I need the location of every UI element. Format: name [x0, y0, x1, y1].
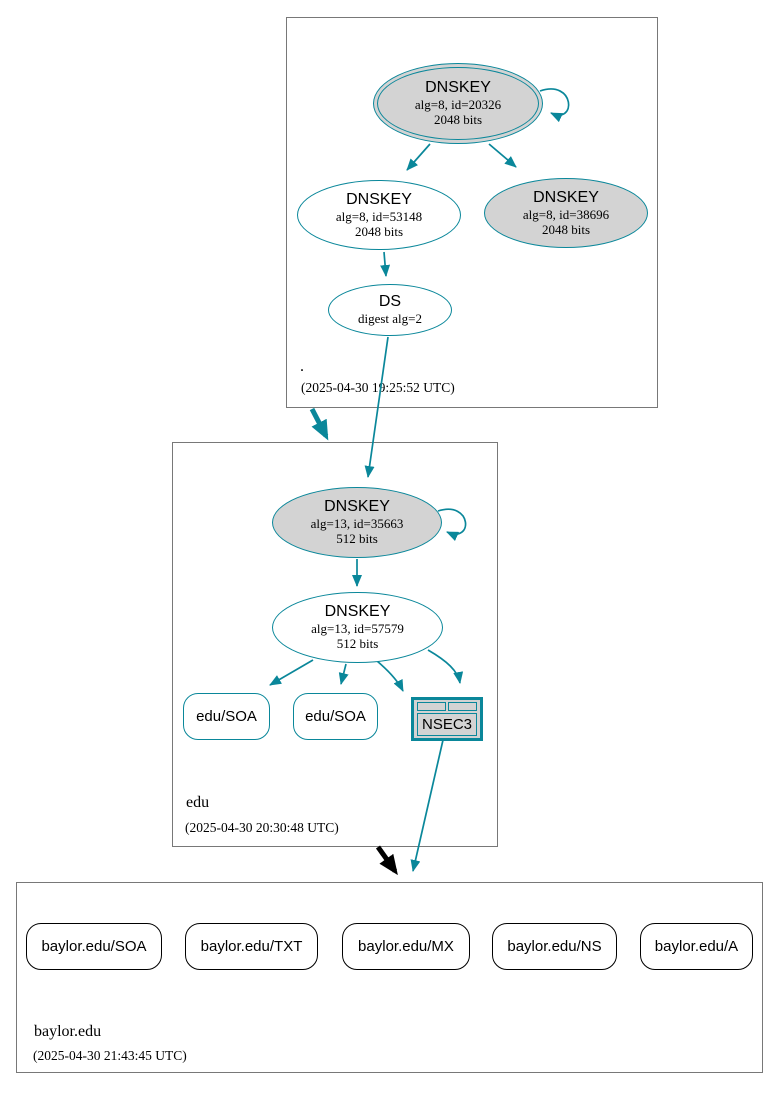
rrset-baylor-soa: baylor.edu/SOA	[26, 923, 162, 970]
dnskey-root-ksk-node: DNSKEY alg=8, id=20326 2048 bits	[373, 63, 543, 144]
nsec3-edu-node: NSEC3	[411, 697, 483, 741]
zone-box-edu	[172, 442, 498, 847]
nsec3-label: NSEC3	[417, 713, 477, 736]
rrset-label: baylor.edu/MX	[358, 938, 454, 955]
zone-timestamp-edu: (2025-04-30 20:30:48 UTC)	[185, 820, 339, 835]
node-bits: 512 bits	[336, 531, 378, 547]
node-title: DNSKEY	[533, 188, 599, 206]
rrset-label: baylor.edu/NS	[507, 938, 602, 955]
node-attrs: alg=8, id=20326	[414, 97, 502, 113]
zone-box-root	[286, 17, 658, 408]
zone-name-baylor-edu: baylor.edu	[34, 1023, 102, 1040]
zone-name-root: .	[300, 358, 304, 375]
node-attrs: alg=13, id=57579	[311, 621, 404, 637]
node-attrs: alg=8, id=53148	[335, 208, 423, 224]
dnskey-root-zsk-node: DNSKEY alg=8, id=53148 2048 bits	[297, 180, 461, 250]
rrset-baylor-mx: baylor.edu/MX	[342, 923, 470, 970]
ds-root-node: DS digest alg=2	[328, 284, 452, 336]
rrset-label: baylor.edu/SOA	[41, 938, 147, 955]
rrset-label: edu/SOA	[305, 708, 366, 725]
dnskey-edu-zsk-node: DNSKEY alg=13, id=57579 512 bits	[272, 592, 443, 663]
node-attrs: alg=13, id=35663	[310, 516, 404, 532]
zone-name-edu: edu	[186, 794, 210, 811]
node-title: DS	[378, 293, 402, 311]
node-title: DNSKEY	[425, 79, 491, 97]
rrset-edu-soa-1: edu/SOA	[183, 693, 270, 740]
node-attrs: digest alg=2	[357, 311, 423, 327]
node-bits: 2048 bits	[354, 223, 404, 239]
node-title: DNSKEY	[324, 498, 390, 516]
zone-timestamp-baylor-edu: (2025-04-30 21:43:45 UTC)	[33, 1048, 187, 1063]
zone-box-baylor-edu	[16, 882, 763, 1073]
rrset-baylor-txt: baylor.edu/TXT	[185, 923, 318, 970]
node-bits: 512 bits	[336, 636, 379, 652]
nsec3-cell-1	[417, 702, 446, 711]
nsec3-record-cells	[417, 702, 477, 711]
node-title: DNSKEY	[324, 603, 391, 621]
node-bits: 2048 bits	[541, 221, 591, 237]
dnskey-edu-ksk-node: DNSKEY alg=13, id=35663 512 bits	[272, 487, 442, 558]
node-attrs: alg=8, id=38696	[522, 206, 610, 222]
rrset-label: baylor.edu/A	[654, 938, 739, 955]
dnskey-root-standby-node: DNSKEY alg=8, id=38696 2048 bits	[484, 178, 648, 248]
rrset-label: edu/SOA	[196, 708, 257, 725]
rrset-baylor-ns: baylor.edu/NS	[492, 923, 617, 970]
node-title: DNSKEY	[346, 190, 412, 208]
rrset-label: baylor.edu/TXT	[200, 938, 303, 955]
node-bits: 2048 bits	[433, 112, 483, 128]
rrset-baylor-a: baylor.edu/A	[640, 923, 753, 970]
nsec3-cell-2	[448, 702, 477, 711]
rrset-edu-soa-2: edu/SOA	[293, 693, 378, 740]
